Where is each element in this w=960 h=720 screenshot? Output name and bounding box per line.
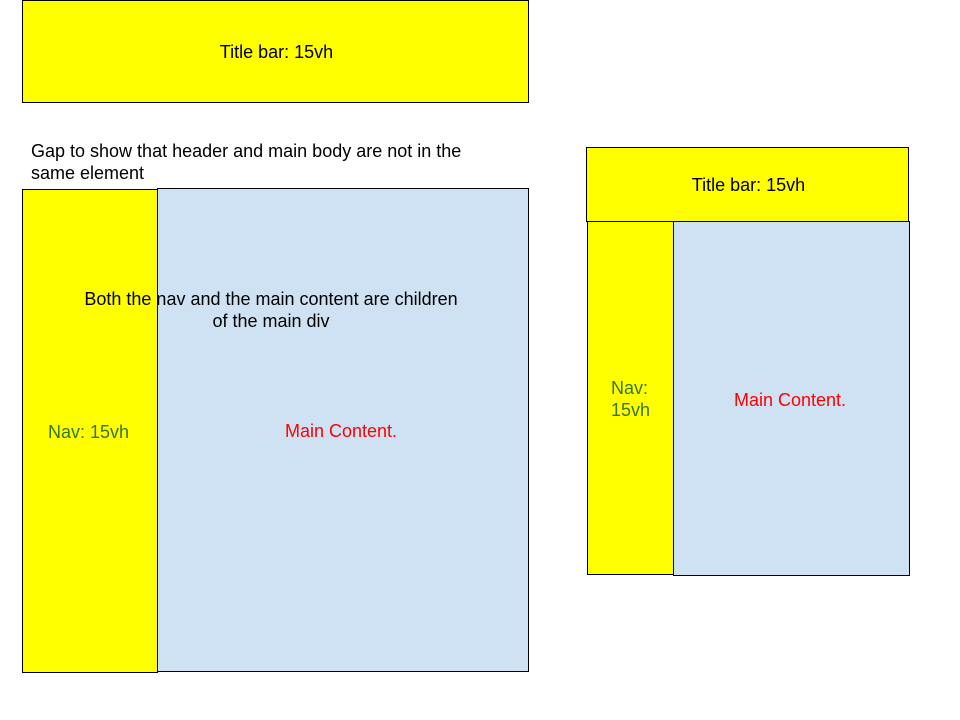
right-nav-area [587,221,674,575]
right-main-content-area [673,221,910,576]
right-title-bar-label: Title bar: 15vh [691,175,806,195]
left-nav-label: Nav: 15vh [48,422,130,442]
right-title-bar: Title bar: 15vh [586,147,909,222]
right-nav-label: Nav: 15vh [611,378,651,420]
left-title-bar-label: Title bar: 15vh [219,42,334,62]
right-main-content-label: Main Content. [734,390,847,410]
left-nav-area [22,189,158,673]
children-note: Both the nav and the main content are ch… [84,289,458,331]
left-main-content-area [157,188,529,672]
left-title-bar: Title bar: 15vh [22,0,529,103]
gap-note: Gap to show that header and main body ar… [31,141,462,183]
left-main-content-label: Main Content. [285,421,398,441]
